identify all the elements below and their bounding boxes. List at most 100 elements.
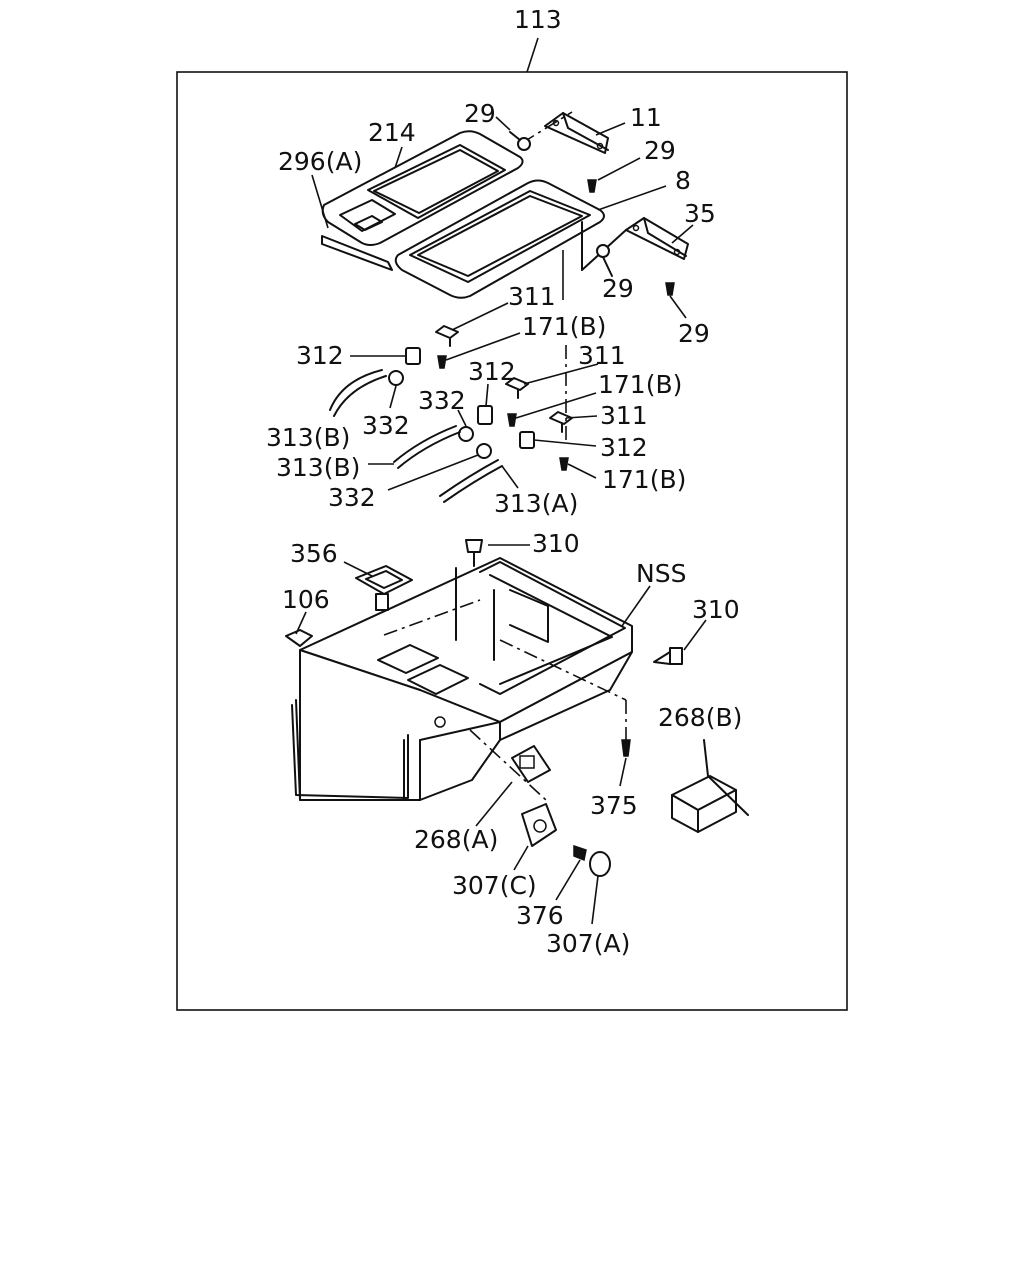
leader-nss: [621, 585, 651, 627]
leader-311-b: [523, 363, 599, 385]
label-307a: 307(A): [546, 929, 630, 958]
leader-375: [619, 757, 627, 787]
leader-171b-c: [567, 463, 597, 479]
leader-356: [343, 561, 373, 577]
leader-29-d: [669, 295, 687, 319]
diagram-frame: [176, 71, 848, 1011]
leader-312-b: [485, 383, 489, 407]
leader-214: [394, 146, 403, 169]
label-29-a: 29: [464, 99, 496, 128]
label-332-b: 332: [362, 411, 410, 440]
part-312-block-a: [405, 347, 421, 365]
label-311-b: 311: [578, 341, 626, 370]
part-312-block-c: [519, 431, 535, 449]
leader-29-b: [597, 157, 641, 181]
leader-332-a: [389, 385, 397, 409]
part-307c-clip: [521, 803, 557, 847]
label-171b-c: 171(B): [602, 465, 686, 494]
label-313b-a: 313(B): [266, 423, 350, 452]
part-376-screw: [573, 844, 587, 862]
leader-312-c: [533, 439, 597, 447]
label-268b: 268(B): [658, 703, 742, 732]
leader-171b-a: [445, 332, 521, 361]
leader-8: [597, 185, 667, 211]
label-310-a: 310: [532, 529, 580, 558]
label-171b-b: 171(B): [598, 370, 682, 399]
part-312-block-b: [477, 405, 493, 425]
leader-313a: [501, 465, 519, 489]
part-8-lid-front: [394, 179, 605, 299]
part-171b-screw-c: [559, 457, 569, 471]
leader-332-c: [387, 454, 479, 491]
part-375-screw: [621, 739, 631, 757]
label-313b-b: 313(B): [276, 453, 360, 482]
leader-11: [595, 122, 626, 136]
leader-171b-b: [515, 392, 597, 419]
label-376: 376: [516, 901, 564, 930]
part-171b-screw-a: [437, 355, 447, 369]
part-313a-handle: [439, 459, 503, 503]
leader-268a: [475, 781, 513, 827]
part-171b-screw-b: [507, 413, 517, 427]
part-310-pin-b: [653, 647, 683, 665]
label-312-b: 312: [468, 357, 516, 386]
part-11-hinge-bracket: [521, 111, 609, 154]
leader-311-c: [565, 415, 598, 419]
part-310-pin-a: [465, 539, 483, 567]
part-356-cup-insert: [355, 565, 413, 611]
label-29-d: 29: [678, 319, 710, 348]
part-29-screw-a: [509, 131, 531, 151]
leader-307a: [591, 875, 599, 925]
label-214: 214: [368, 118, 416, 147]
part-307a-cap: [589, 851, 611, 877]
part-313b-handle-b: [393, 425, 461, 469]
leader-35: [671, 224, 694, 244]
leader-376: [555, 859, 581, 901]
leader-113: [526, 37, 539, 73]
leader-332-b: [457, 409, 467, 427]
leader-311-a: [451, 302, 509, 331]
label-356: 356: [290, 539, 338, 568]
part-268a-bracket: [511, 745, 551, 783]
label-311-c: 311: [600, 401, 648, 430]
part-332-ring-b: [458, 426, 474, 442]
centerline-lower-a: [383, 599, 481, 636]
label-113: 113: [514, 5, 562, 34]
label-332-c: 332: [328, 483, 376, 512]
part-268b-bracket: [671, 739, 749, 833]
part-332-ring-a: [388, 370, 404, 386]
label-311-a: 311: [508, 282, 556, 311]
part-296a-seal-strip: [321, 235, 393, 271]
leader-106: [295, 611, 307, 635]
label-310-b: 310: [692, 595, 740, 624]
label-106: 106: [282, 585, 330, 614]
label-171b-a: 171(B): [522, 312, 606, 341]
leader-296a: [311, 174, 329, 229]
part-29-screw-d: [665, 282, 675, 296]
label-307c: 307(C): [452, 871, 537, 900]
part-29-screw-b: [587, 179, 597, 193]
part-29-screw-c: [596, 244, 613, 277]
part-nss-console-body: [291, 557, 633, 801]
label-29-b: 29: [644, 136, 676, 165]
label-312-a: 312: [296, 341, 344, 370]
part-311-clip-a: [435, 325, 459, 347]
label-375: 375: [590, 791, 638, 820]
label-268a: 268(A): [414, 825, 498, 854]
leader-310-b: [683, 619, 707, 651]
label-11: 11: [630, 103, 662, 132]
part-332-ring-c: [476, 443, 492, 459]
part-313b-handle-a: [329, 369, 387, 417]
leader-307c: [513, 845, 529, 871]
label-nss: NSS: [636, 559, 686, 588]
centerline-lower-d: [469, 729, 547, 801]
label-35: 35: [684, 199, 716, 228]
leader-29-a: [495, 116, 511, 131]
label-29-c: 29: [602, 274, 634, 303]
part-311-clip-b: [505, 377, 529, 399]
part-35-hinge-bracket: [581, 217, 689, 271]
centerline-lower-b: [499, 639, 627, 701]
label-296a: 296(A): [278, 147, 362, 176]
label-313a: 313(A): [494, 489, 578, 518]
